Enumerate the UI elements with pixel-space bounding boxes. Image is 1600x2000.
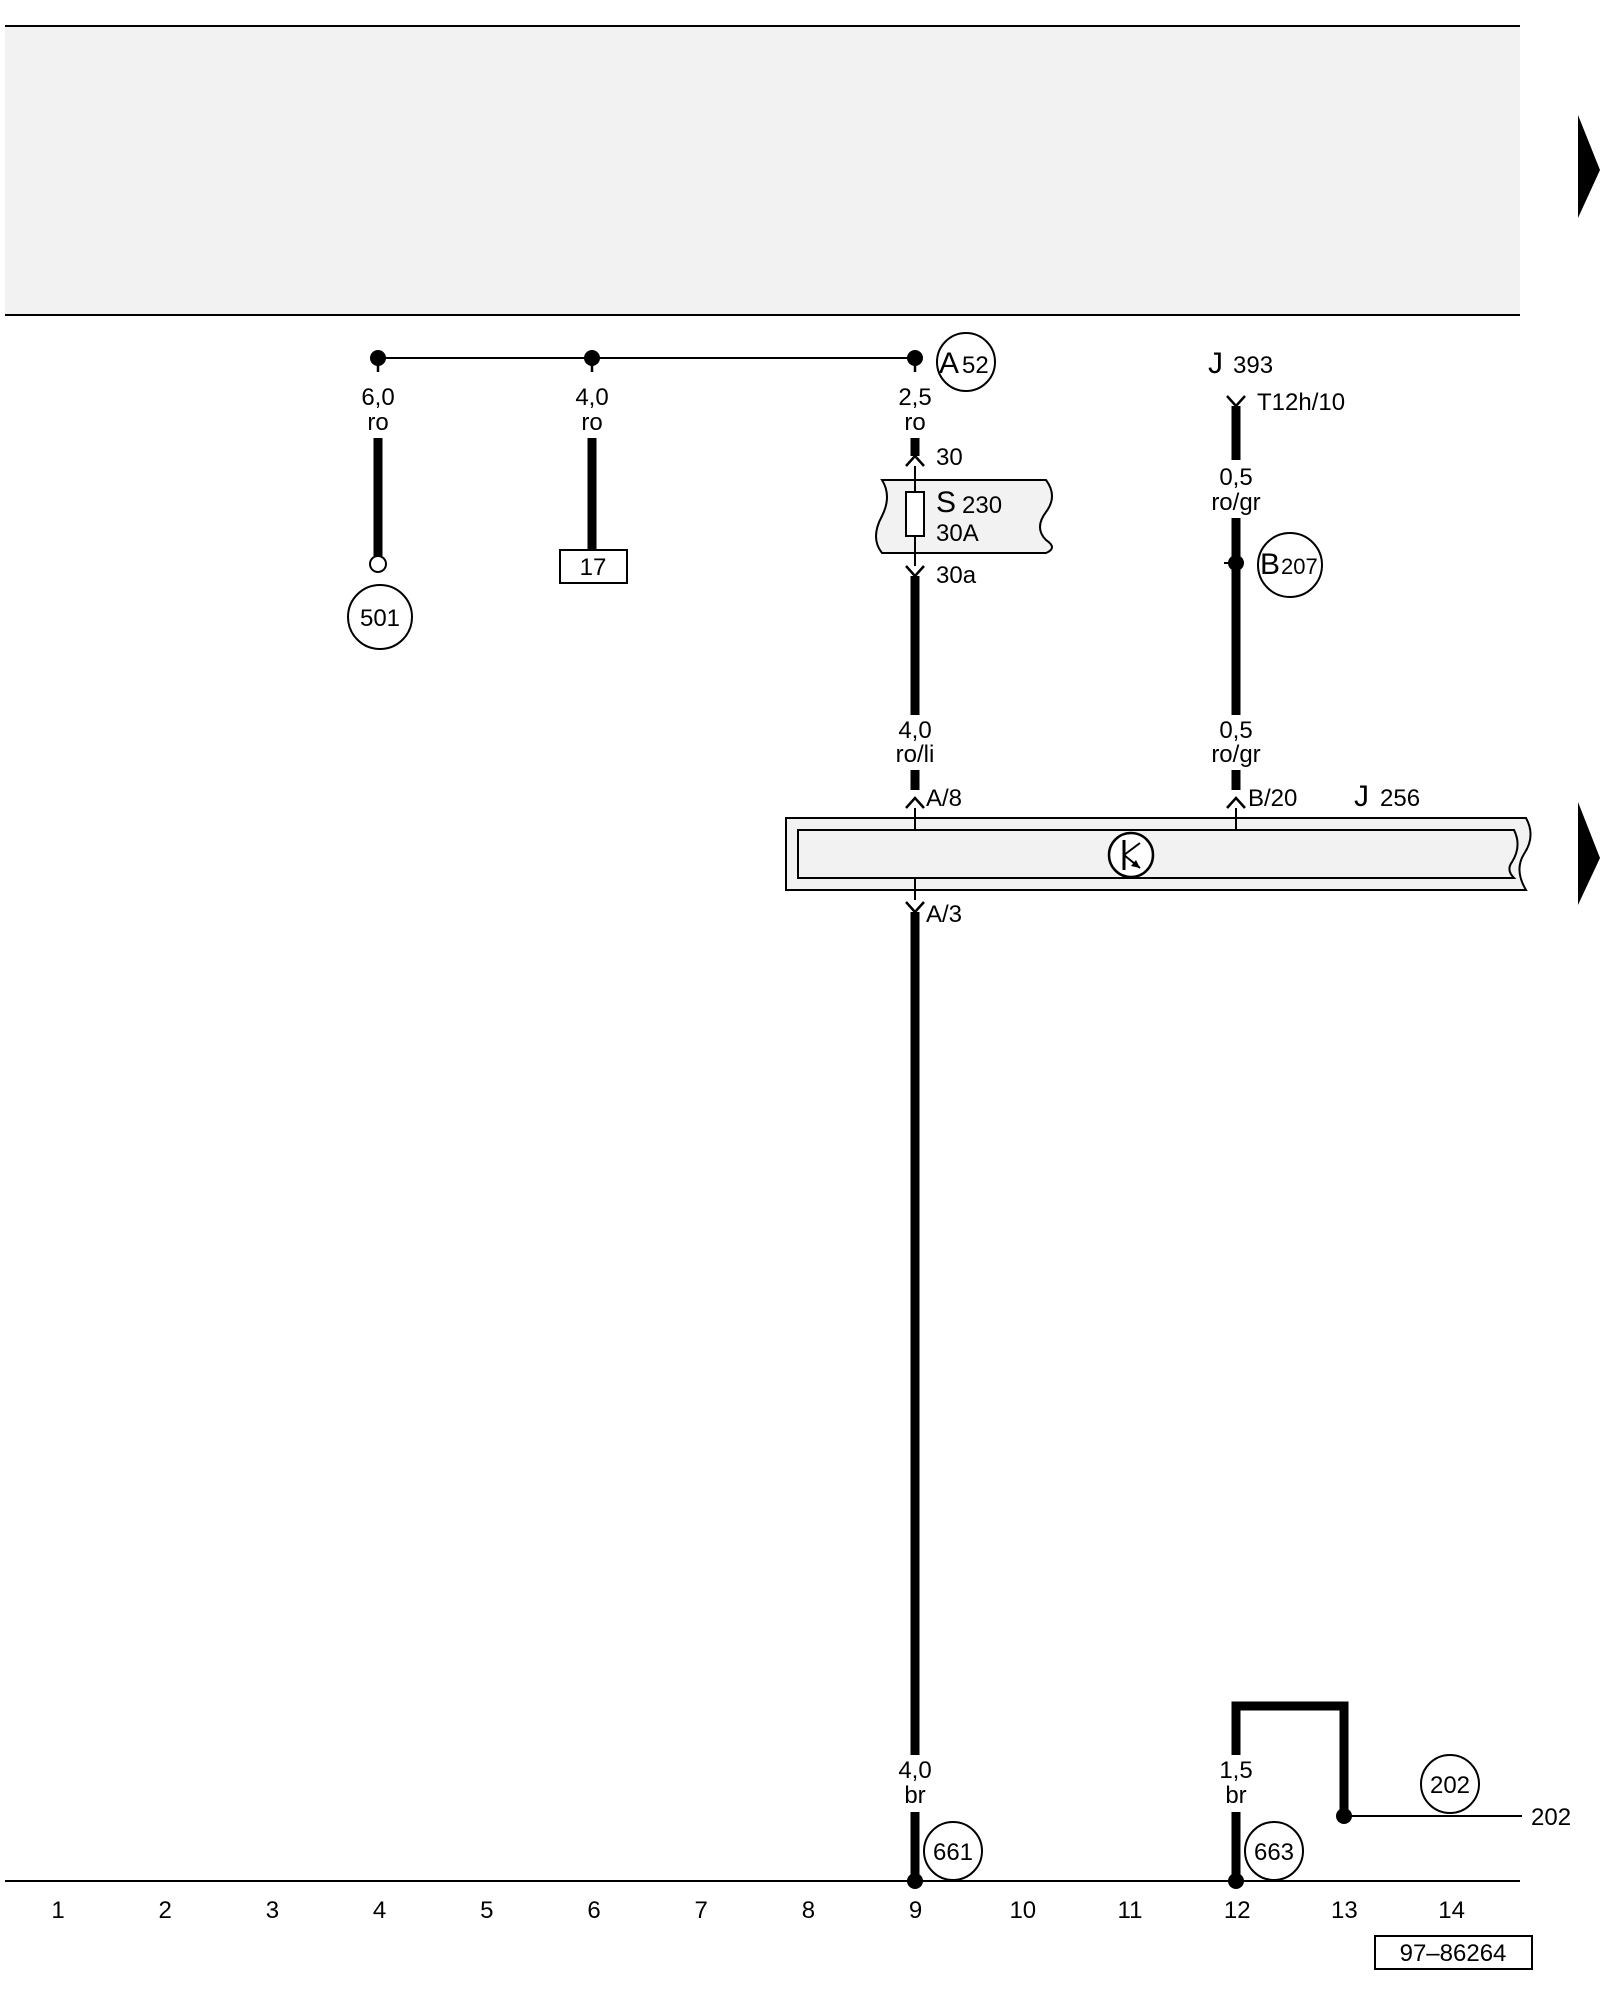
scale-number: 11 (1118, 1897, 1143, 1924)
module-pin-a3: A/3 (926, 901, 962, 928)
module-j256 (785, 808, 1532, 900)
scale-number: 9 (909, 1897, 922, 1924)
scale-number: 5 (480, 1897, 493, 1924)
svg-text:661: 661 (933, 1839, 973, 1866)
scale-number: 6 (587, 1897, 600, 1924)
scale-number: 3 (266, 1897, 279, 1924)
scale-number: 13 (1331, 1897, 1358, 1924)
svg-text:A: A (939, 347, 959, 380)
module-pin-b20: B/20 (1248, 785, 1297, 812)
svg-text:230: 230 (962, 492, 1002, 519)
pin-t12h-icon (1226, 395, 1246, 408)
ref-501: 501 (347, 584, 413, 650)
fuse-element-icon (905, 491, 925, 537)
connection-a52: A 52 (936, 332, 996, 392)
ground-661: 661 (923, 1821, 983, 1881)
svg-text:30A: 30A (936, 520, 979, 547)
ground-663: 663 (1244, 1821, 1304, 1881)
scale-number: 8 (802, 1897, 815, 1924)
wire-6-color: ro/gr (1211, 741, 1260, 768)
scale-number: 2 (159, 1897, 172, 1924)
pin-b20-icon (1226, 796, 1246, 809)
wire-5-color: ro/li (896, 741, 935, 768)
wire-3-color: ro (904, 409, 925, 436)
wire-8-loop (1231, 1701, 1349, 1816)
figure-number: 97–86264 (1374, 1935, 1533, 1970)
pin-30a-icon (905, 565, 925, 578)
svg-text:17: 17 (580, 554, 607, 581)
pin-a8-icon (905, 796, 925, 809)
ref-17-box: 17 (559, 549, 628, 584)
wire-1-color: ro (367, 409, 388, 436)
relay-j393-letter: J (1208, 347, 1223, 380)
relay-j393-pin: T12h/10 (1257, 389, 1345, 416)
svg-text:207: 207 (1281, 554, 1318, 579)
wire-7-color: br (904, 1782, 925, 1809)
wire-4-color: ro/gr (1211, 489, 1260, 516)
wire-2-color: ro (581, 409, 602, 436)
svg-text:202: 202 (1430, 1772, 1470, 1799)
wire-6-size: 0,5 (1219, 717, 1252, 744)
relay-j393-number: 393 (1233, 352, 1273, 379)
fuse-s230: S 230 30A (875, 466, 1053, 566)
transistor-icon (1107, 831, 1155, 879)
module-pin-a8: A/8 (926, 785, 962, 812)
scale-number: 7 (695, 1897, 708, 1924)
wire-2-size: 4,0 (575, 384, 608, 411)
scale-number: 10 (1009, 1897, 1036, 1924)
continue-arrow-top-icon (1578, 115, 1600, 218)
ground-202-label: 202 (1531, 1804, 1571, 1831)
wire-3-size: 2,5 (898, 384, 931, 411)
wire-8-size: 1,5 (1219, 1757, 1252, 1784)
connector-open-icon (369, 555, 387, 573)
scale-number: 1 (51, 1897, 64, 1924)
wire-8-color: br (1225, 1782, 1246, 1809)
ground-202: 202 (1420, 1754, 1480, 1814)
connection-b207: B 207 (1257, 532, 1323, 598)
header-panel (5, 26, 1520, 315)
wire-7-size: 4,0 (898, 1757, 931, 1784)
module-j256-number: 256 (1380, 785, 1420, 812)
svg-text:97–86264: 97–86264 (1400, 1940, 1507, 1967)
fuse-pin-in: 30 (936, 444, 963, 471)
module-j256-letter: J (1354, 780, 1369, 813)
svg-text:S: S (936, 486, 956, 519)
pin-a3-icon (905, 901, 925, 914)
svg-text:B: B (1260, 548, 1280, 581)
scale-number: 4 (373, 1897, 386, 1924)
pin-30-icon (905, 454, 925, 467)
fuse-pin-out: 30a (936, 562, 977, 589)
svg-text:663: 663 (1254, 1839, 1294, 1866)
svg-text:501: 501 (360, 605, 400, 632)
svg-text:52: 52 (962, 352, 989, 379)
wire-1-size: 6,0 (361, 384, 394, 411)
wire-5-size: 4,0 (898, 717, 931, 744)
scale-number: 14 (1438, 1897, 1465, 1924)
continue-arrow-mid-icon (1578, 802, 1600, 905)
wire-4-size: 0,5 (1219, 464, 1252, 491)
scale-number: 12 (1224, 1897, 1251, 1924)
